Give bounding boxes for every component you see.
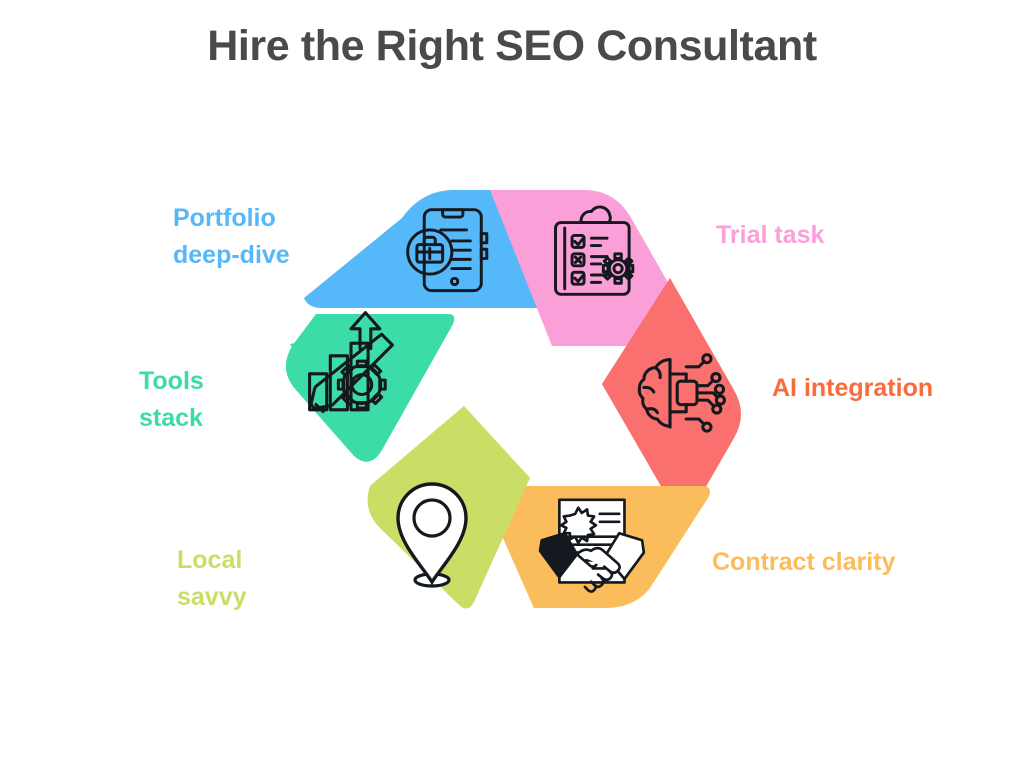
hexagonal-cycle-diagram xyxy=(285,190,741,609)
clipboard-checklist-gear-icon xyxy=(554,205,635,296)
segment-ai-integration[interactable] xyxy=(602,278,741,514)
segment-local-savvy[interactable] xyxy=(367,406,530,609)
label-tools-stack: Tools stack xyxy=(139,367,204,432)
segment-trial-task-shape-b xyxy=(490,190,600,346)
document-briefcase-search-icon xyxy=(406,208,489,293)
label-local-savvy: Local savvy xyxy=(177,546,247,611)
page-title: Hire the Right SEO Consultant xyxy=(207,22,817,70)
label-trial-task: Trial task xyxy=(716,221,825,249)
chart-wrench-gear-icon xyxy=(308,311,394,414)
handshake-contract-icon xyxy=(538,498,646,593)
label-contract-clarity: Contract clarity xyxy=(712,548,896,576)
map-pin-icon xyxy=(396,482,468,588)
label-portfolio-deep-dive: Portfolio deep-dive xyxy=(173,204,290,269)
brain-circuit-icon xyxy=(637,353,726,433)
segment-tools-stack[interactable] xyxy=(285,311,455,462)
label-ai-integration: AI integration xyxy=(772,374,934,402)
